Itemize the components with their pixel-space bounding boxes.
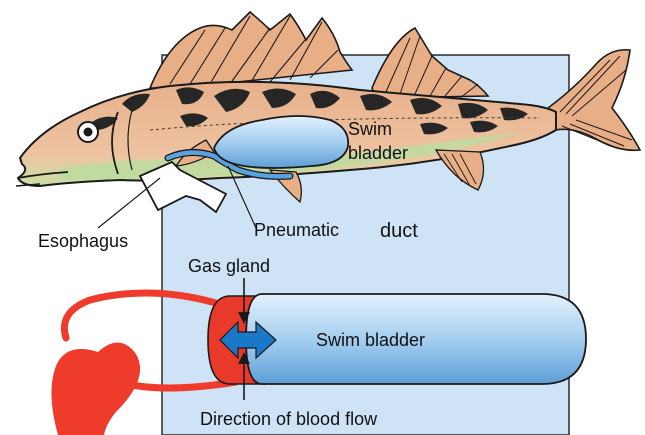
label-duct: duct	[380, 221, 418, 241]
esophagus-leader-line	[98, 178, 160, 228]
label-esophagus: Esophagus	[38, 232, 128, 250]
heart	[51, 342, 140, 435]
label-pneumatic: Pneumatic	[254, 221, 339, 239]
label-gas-gland: Gas gland	[188, 257, 270, 275]
label-swim-bladder-bottom: Swim bladder	[316, 331, 425, 349]
label-direction-of-blood-flow: Direction of blood flow	[200, 410, 377, 428]
label-swim-bladder-top-line1: Swim	[348, 120, 392, 138]
label-swim-bladder-top-line2: bladder	[348, 144, 408, 162]
